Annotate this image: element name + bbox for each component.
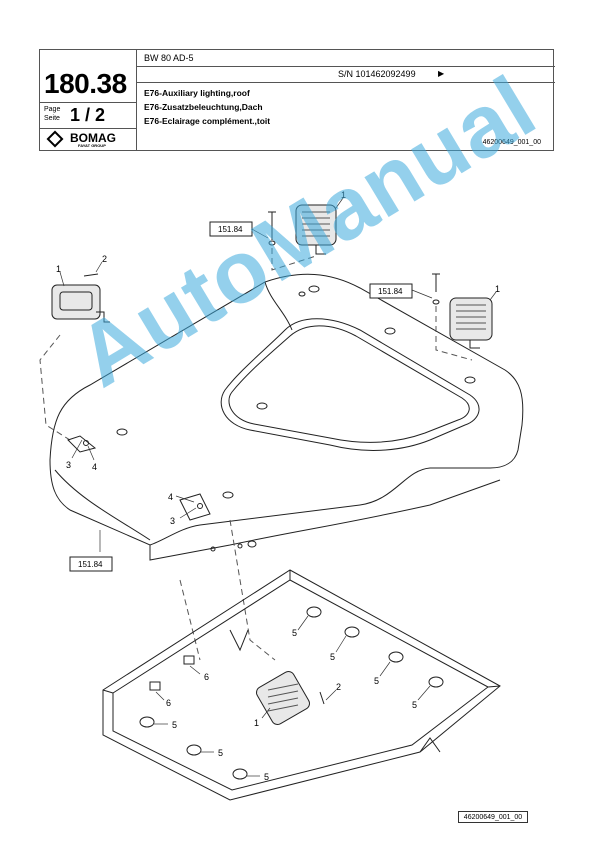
page-number: 1 / 2 xyxy=(70,105,106,125)
page-label: Page Seite xyxy=(44,105,60,123)
divider xyxy=(136,82,555,83)
callout-5: 5 xyxy=(264,772,269,782)
callout-1: 1 xyxy=(254,718,259,728)
work-lamp-bottom xyxy=(256,671,310,725)
divider xyxy=(40,102,136,103)
clip xyxy=(183,655,195,665)
bomag-logo: BOMAG FAYAT GROUP xyxy=(46,130,132,150)
callout-5: 5 xyxy=(172,720,177,730)
callout-2: 2 xyxy=(102,254,107,264)
callout-5: 5 xyxy=(330,652,335,662)
ref-label-right: 151.84 xyxy=(378,287,403,296)
bracket-left xyxy=(67,435,97,453)
cable-clamps xyxy=(139,606,444,780)
callout-5: 5 xyxy=(374,676,379,686)
ref-box xyxy=(209,221,253,237)
callout-3: 3 xyxy=(170,516,175,526)
bolt xyxy=(268,211,276,240)
ref-label-bottom: 151.84 xyxy=(78,560,103,569)
callout-4: 4 xyxy=(168,492,173,502)
machine-model: BW 80 AD-5 xyxy=(144,53,194,63)
callout-5: 5 xyxy=(412,700,417,710)
title-block: BW 80 AD-5 180.38 Page Seite 1 / 2 S/N 1… xyxy=(39,49,555,151)
assembly-lines xyxy=(39,248,473,661)
ref-box xyxy=(69,556,113,572)
divider xyxy=(40,128,136,129)
callout-3: 3 xyxy=(66,460,71,470)
footer-document-id: 46200649_001_00 xyxy=(458,811,528,823)
work-lamp-top xyxy=(295,204,337,255)
title-en: E76-Auxiliary lighting,roof xyxy=(144,88,250,98)
bolt xyxy=(319,691,325,705)
serial-arrow-icon[interactable]: ▶ xyxy=(438,69,445,78)
title-fr: E76-Eclairage complément.,toit xyxy=(144,116,271,126)
callout-6: 6 xyxy=(166,698,171,708)
title-de: E76-Zusatzbeleuchtung,Dach xyxy=(144,102,263,112)
logo-name: BOMAG xyxy=(70,131,116,145)
washer xyxy=(432,299,440,305)
document-id: 46200649_001_00 xyxy=(482,139,541,146)
page-label-en: Page xyxy=(44,106,61,113)
nut xyxy=(197,503,203,509)
clip xyxy=(149,681,161,691)
divider xyxy=(136,66,555,67)
callout-6: 6 xyxy=(204,672,209,682)
roof-frame xyxy=(102,569,501,801)
washer xyxy=(268,240,276,246)
bracket-right xyxy=(179,493,211,521)
bolt xyxy=(432,273,440,292)
nut xyxy=(83,440,89,446)
work-lamp-left xyxy=(51,284,110,323)
callout-5: 5 xyxy=(218,748,223,758)
serial-number: S/N 101462092499 xyxy=(338,69,416,79)
group-number: 180.38 xyxy=(44,68,127,99)
divider xyxy=(136,50,137,150)
callout-5: 5 xyxy=(292,628,297,638)
logo-subtitle: FAYAT GROUP xyxy=(78,143,106,148)
callout-4: 4 xyxy=(92,462,97,472)
callout-1: 1 xyxy=(56,264,61,274)
callout-1: 1 xyxy=(495,284,500,294)
page-label-de: Seite xyxy=(44,115,60,122)
ref-label-top: 151.84 xyxy=(218,225,243,234)
work-lamp-right xyxy=(449,297,493,349)
roof-canopy xyxy=(49,273,524,561)
bolt xyxy=(83,273,99,277)
ref-box xyxy=(369,283,413,299)
callout-2: 2 xyxy=(336,682,341,692)
leader-lines xyxy=(59,197,497,777)
callout-1: 1 xyxy=(341,190,346,200)
